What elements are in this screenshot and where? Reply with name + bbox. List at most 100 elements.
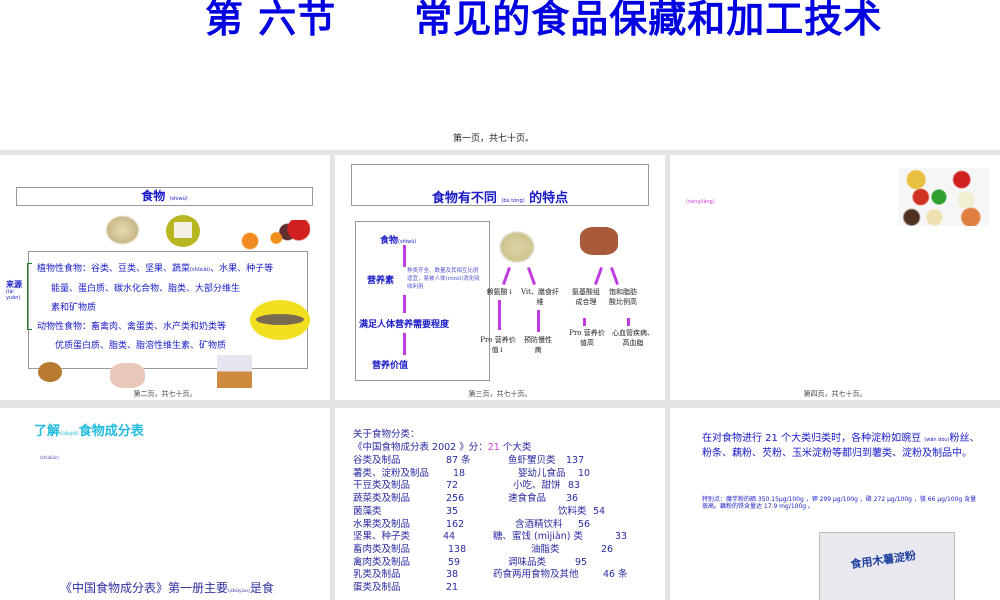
label: Pro 营养价值高 bbox=[569, 329, 605, 347]
line: 、水果、种子等 bbox=[210, 264, 274, 274]
heading-end: 的特点 bbox=[529, 191, 569, 206]
body: 《中国食物成分表》第一册主要 bbox=[60, 581, 229, 595]
pinyin: (liǎojiě) bbox=[60, 431, 79, 437]
paragraph: 在对食物进行 21 个大类归类时，各种淀粉如豌豆 (wān dòu)粉丝、粉条、… bbox=[702, 432, 982, 460]
pinyin: (bù tóng) bbox=[501, 198, 525, 204]
slide-3[interactable]: 食物有不同 (bù tóng) 的特点 食物(shíwù) 营养素 种类齐全、数… bbox=[335, 155, 665, 400]
milk-carton-image bbox=[217, 355, 252, 388]
category-name: 调味品类 bbox=[508, 556, 547, 568]
category-name: 畜肉类及制品 bbox=[353, 543, 411, 555]
category-name: 乳类及制品 bbox=[353, 569, 401, 581]
label: 预防慢性病 bbox=[524, 336, 552, 354]
arrow bbox=[527, 267, 536, 285]
subtitle: 《中国食物成分表 2002 》分：21 个大类 bbox=[353, 442, 531, 454]
egg-image bbox=[38, 362, 62, 382]
item-count: 56 bbox=[578, 518, 591, 530]
item-count: 54 bbox=[593, 505, 606, 517]
label: 赖氨酸↓ bbox=[486, 288, 514, 296]
category-name: 谷类及制品 bbox=[353, 455, 401, 466]
category-name: 药食两用食物及其他 bbox=[493, 569, 579, 581]
body-end: 是食 bbox=[249, 581, 274, 595]
source-label: 来源(lái yuán) bbox=[6, 280, 22, 301]
item-count: 26 bbox=[601, 543, 614, 555]
source-lines: 植物性食物：谷类、豆类、坚果、蔬菜(shūcài)、水果、种子等 能量、蛋白质、… bbox=[37, 260, 273, 356]
special-note: 特别点：魔芋粉的硒 350.15μg/100g ，钾 299 μg/100g ，… bbox=[702, 496, 977, 510]
arrow bbox=[403, 295, 406, 313]
category-name: 薯类、淀粉及制品 bbox=[353, 467, 430, 479]
line: 动物性食物：畜禽肉、禽蛋类、水产类和奶类等 bbox=[37, 322, 227, 332]
fish-image bbox=[250, 300, 310, 340]
arrow bbox=[403, 245, 406, 267]
item-count: 72 bbox=[446, 480, 459, 492]
arrow bbox=[627, 318, 630, 326]
chain-note: 种类齐全、数量及其相互比例适宜，易被人体(réntǐ)消化吸收利用 bbox=[407, 268, 480, 290]
item-count: 138 bbox=[448, 543, 467, 555]
slide-footer: 第三页，共七十页。 bbox=[468, 390, 532, 398]
content-box bbox=[28, 251, 308, 369]
slide-footer: 第二页，共七十页。 bbox=[133, 390, 197, 398]
item-count: 35 bbox=[446, 505, 459, 517]
chain-text: 食物 bbox=[380, 236, 399, 246]
arrow bbox=[498, 300, 501, 330]
item-count: 46 条 bbox=[603, 569, 628, 581]
item-count: 59 bbox=[448, 556, 461, 568]
category-name: 糖、蜜饯 (mìjiàn) 类 bbox=[493, 531, 583, 543]
arrow bbox=[537, 310, 540, 332]
source-pinyin: (lái yuán) bbox=[6, 289, 21, 301]
intro: 关于食物分类： bbox=[353, 429, 420, 440]
label: Pro 营养价值↓ bbox=[480, 336, 516, 354]
line: 能量、蛋白质、碳水化合物、脂类、大部分维生 bbox=[51, 284, 241, 294]
heading: 了解(liǎojiě)食物成分表 bbox=[34, 420, 144, 439]
category-name: 鱼虾蟹贝类 bbox=[508, 455, 556, 466]
arrow bbox=[403, 333, 406, 355]
note-text: (zhǔbiān) bbox=[40, 455, 59, 460]
bracket bbox=[27, 263, 32, 330]
item-count: 95 bbox=[575, 556, 588, 568]
slide-5[interactable]: 了解(liǎojiě)食物成分表 (zhǔbiān) 《中国食物成分表》第一册主… bbox=[0, 408, 330, 600]
category-name: 婴幼儿食品 bbox=[518, 467, 566, 479]
label: 氨基酸组成合理 bbox=[572, 288, 600, 306]
fruit-image bbox=[235, 220, 310, 250]
meat-image bbox=[580, 227, 618, 255]
label: 心血管疾病、高血脂 bbox=[612, 329, 654, 347]
category-name: 速食食品 bbox=[508, 493, 547, 505]
label: 饱和脂肪酸比例高 bbox=[609, 288, 637, 306]
label: Vit、膳食纤维 bbox=[521, 288, 559, 306]
subtitle-a: 《中国食物成分表 2002 》分： bbox=[353, 442, 488, 453]
porridge-image bbox=[105, 215, 140, 245]
heading-box: 食物 (shíwù) bbox=[16, 187, 313, 206]
arrow bbox=[502, 267, 511, 285]
line: 优质蛋白质、脂类、脂溶性维生素、矿物质 bbox=[55, 341, 227, 351]
source-text: 来源 bbox=[6, 280, 22, 289]
arrow bbox=[610, 267, 619, 285]
category-name: 饮料类 bbox=[558, 505, 587, 517]
slide-2[interactable]: 食物 (shíwù) 来源(lái yuán) 植物性食物：谷类、豆类、坚果、蔬… bbox=[0, 155, 330, 400]
category-name: 蛋类及制品 bbox=[353, 582, 401, 593]
category-name: 干豆类及制品 bbox=[353, 480, 411, 492]
category-name: 水果类及制品 bbox=[353, 518, 411, 530]
chain-item: 营养价值 bbox=[372, 361, 409, 371]
tofu-image bbox=[166, 215, 200, 247]
slide-7[interactable]: 在对食物进行 21 个大类归类时，各种淀粉如豌豆 (wān dòu)粉丝、粉条、… bbox=[670, 408, 1000, 600]
pinyin: (shíwù) bbox=[398, 239, 417, 245]
heading: 食物有不同 bbox=[431, 191, 497, 206]
subtitle-b: 个大类 bbox=[499, 442, 532, 453]
slide-1[interactable]: 第 六节 常见的食品保藏和加工技术 第一页，共七十页。 bbox=[0, 0, 1000, 150]
grain-image bbox=[499, 231, 535, 263]
pinyin: (shíwù) bbox=[169, 196, 188, 202]
pinyin: (shūcài) bbox=[190, 267, 211, 273]
note-text: (néngliàng) bbox=[686, 199, 715, 205]
slide-4[interactable]: (néngliàng) 第四页，共七十页。 bbox=[670, 155, 1000, 400]
slide-footer: 第一页，共七十页。 bbox=[453, 134, 535, 144]
category-name: 油脂类 bbox=[531, 543, 560, 555]
item-count: 137 bbox=[566, 455, 585, 466]
chain-item: 食物(shíwù) bbox=[380, 233, 416, 246]
arrow bbox=[583, 318, 586, 326]
body-text: 《中国食物成分表》第一册主要(zhǔyào)是食 bbox=[60, 579, 274, 596]
category-name: 禽肉类及制品 bbox=[353, 556, 411, 568]
chain-item: 满足人体营养需要程度 bbox=[359, 320, 450, 330]
item-count: 33 bbox=[615, 531, 628, 543]
item-count: 162 bbox=[446, 518, 465, 530]
item-count: 21 bbox=[446, 582, 459, 593]
